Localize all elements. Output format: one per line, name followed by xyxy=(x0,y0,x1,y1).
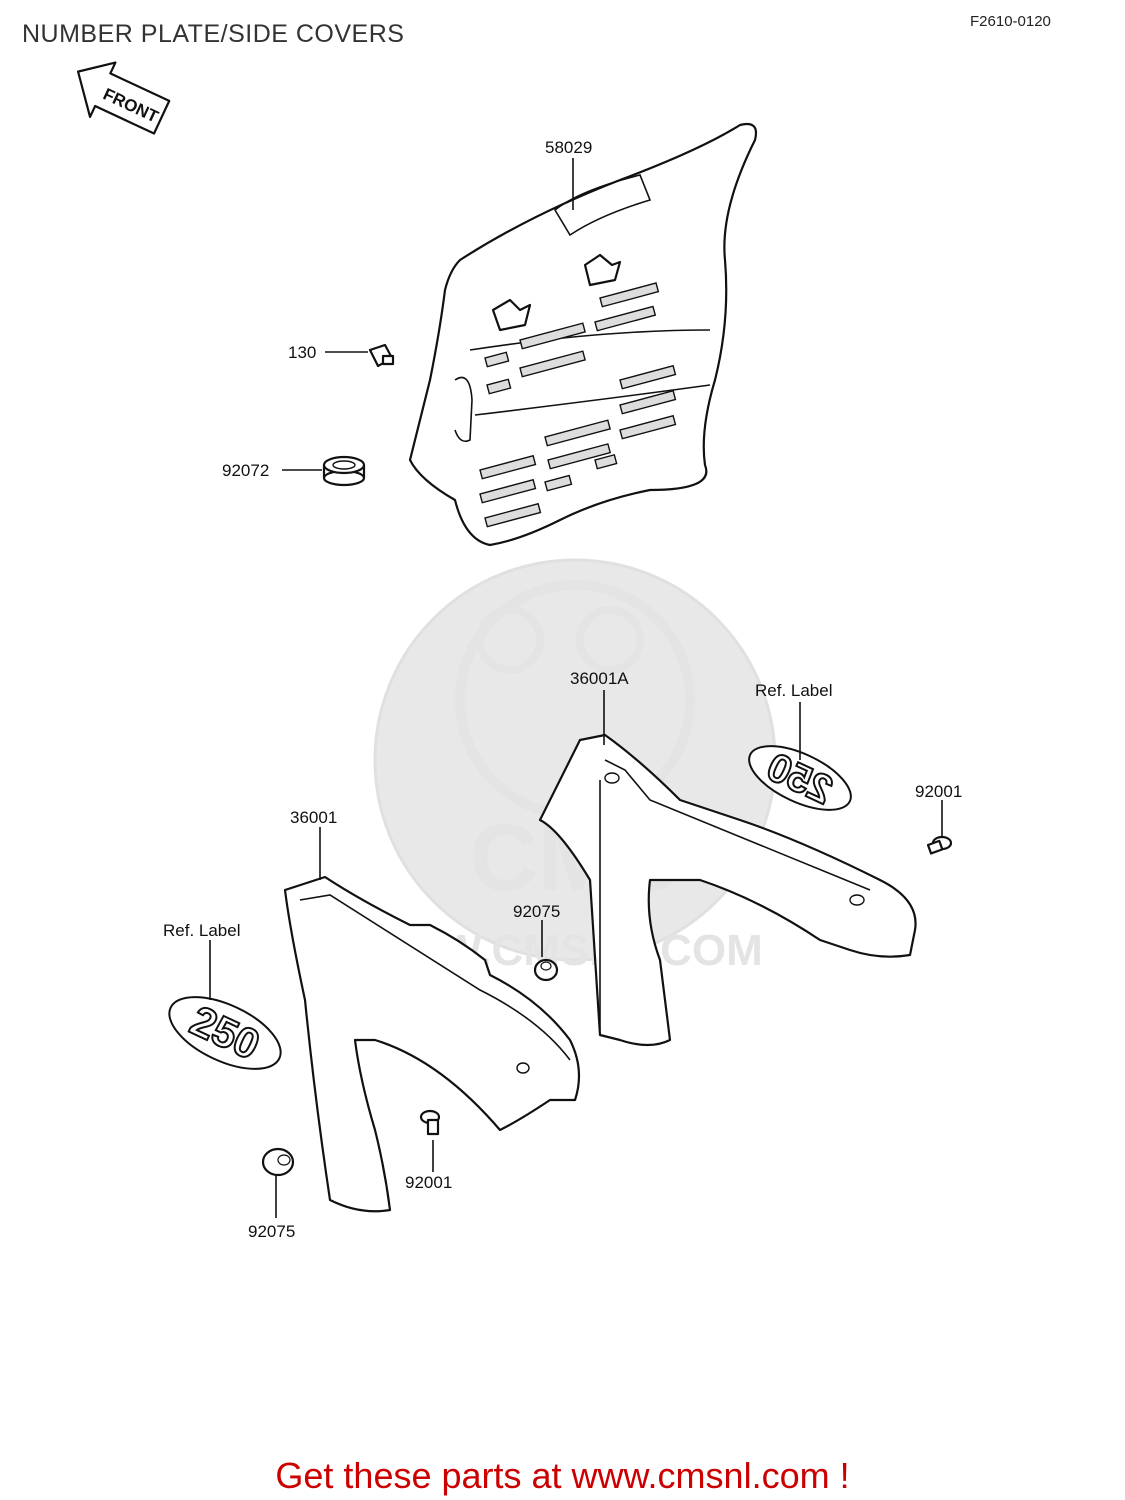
side-cover-36001A xyxy=(538,733,917,1047)
label-58029: 58029 xyxy=(545,138,592,157)
screw-92001-right xyxy=(926,835,953,855)
grommet-92075-lower xyxy=(261,1147,295,1177)
side-cover-36001 xyxy=(283,875,581,1213)
label-ref-1: Ref. Label xyxy=(755,681,833,700)
footer-link-text[interactable]: Get these parts at www.cmsnl.com ! xyxy=(275,1455,850,1496)
label-92072: 92072 xyxy=(222,461,269,480)
label-92075-lower: 92075 xyxy=(248,1222,295,1241)
page-title: NUMBER PLATE/SIDE COVERS xyxy=(22,20,405,48)
label-92075-upper: 92075 xyxy=(513,902,560,921)
plate-slots xyxy=(479,282,677,528)
label-36001: 36001 xyxy=(290,808,337,827)
label-92001-right: 92001 xyxy=(915,782,962,801)
screw-130 xyxy=(368,343,395,368)
front-arrow: FRONT xyxy=(76,61,171,135)
label-130: 130 xyxy=(288,343,316,362)
label-92001-lower: 92001 xyxy=(405,1173,452,1192)
figure-code: F2610-0120 xyxy=(970,13,1051,30)
grommet-92072 xyxy=(322,455,366,487)
grommet-92075-upper xyxy=(533,958,559,982)
emblem-left: 250 xyxy=(168,995,282,1070)
label-36001A: 36001A xyxy=(570,669,629,688)
screw-92001-lower xyxy=(419,1109,441,1136)
number-plate-58029 xyxy=(408,122,758,547)
label-ref-2: Ref. Label xyxy=(163,921,241,940)
